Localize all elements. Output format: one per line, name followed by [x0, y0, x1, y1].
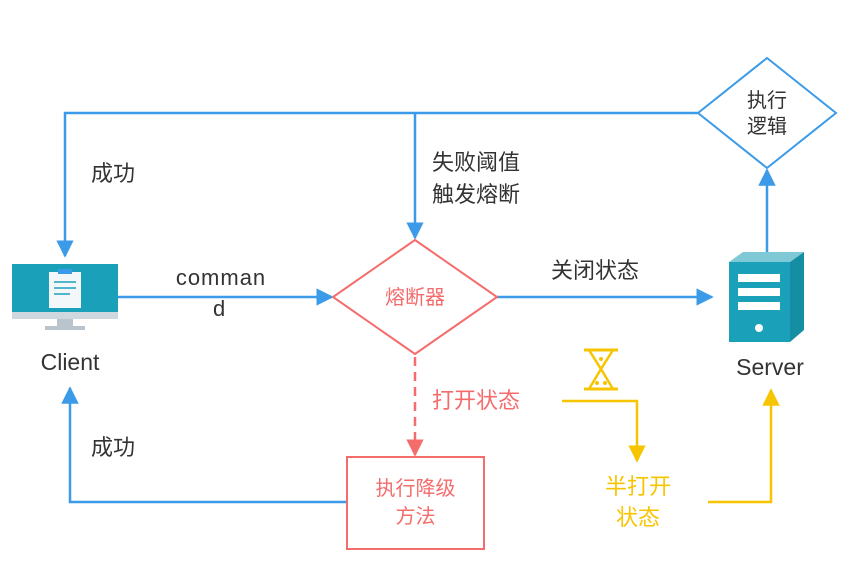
- threshold-label: 失败阈值 触发熔断: [432, 147, 520, 211]
- hourglass-icon: [584, 348, 618, 391]
- exec-logic-label: 执行 逻辑: [727, 88, 807, 140]
- breaker-diamond: [331, 238, 499, 356]
- edge-logic-to-client: [56, 111, 698, 258]
- fallback-line2: 方法: [395, 506, 436, 528]
- open-state-label: 打开状态: [432, 388, 521, 413]
- server-icon: [729, 252, 804, 342]
- exec-logic-diamond: [696, 56, 838, 170]
- fallback-line1: 执行降级: [375, 478, 456, 500]
- half-open-line1: 半打开: [604, 474, 671, 499]
- success-top-label: 成功: [91, 161, 136, 186]
- command-label: comman d: [160, 263, 282, 325]
- command-line1: comman: [175, 265, 267, 290]
- closed-state-label: 关闭状态: [551, 258, 640, 283]
- success-bottom-label: 成功: [91, 435, 136, 460]
- monitor-icon: [12, 264, 118, 330]
- exec-logic-line1: 执行: [747, 90, 787, 112]
- half-open-label: 半打开 状态: [590, 472, 686, 534]
- fallback-label: 执行降级 方法: [350, 475, 481, 531]
- client-label: Client: [40, 349, 100, 375]
- half-open-line2: 状态: [615, 504, 660, 530]
- edge-fallback-to-client: [61, 386, 346, 504]
- threshold-line2: 触发熔断: [432, 181, 521, 207]
- edge-half-open-to-server: [708, 388, 780, 504]
- fallback-box: [346, 456, 485, 550]
- breaker-label: 熔断器: [385, 287, 445, 309]
- server-label: Server: [736, 354, 804, 380]
- command-line2: d: [213, 295, 227, 321]
- threshold-line1: 失败阈值: [432, 150, 521, 175]
- edge-to-half-open: [562, 399, 646, 463]
- exec-logic-line2: 逻辑: [747, 116, 787, 138]
